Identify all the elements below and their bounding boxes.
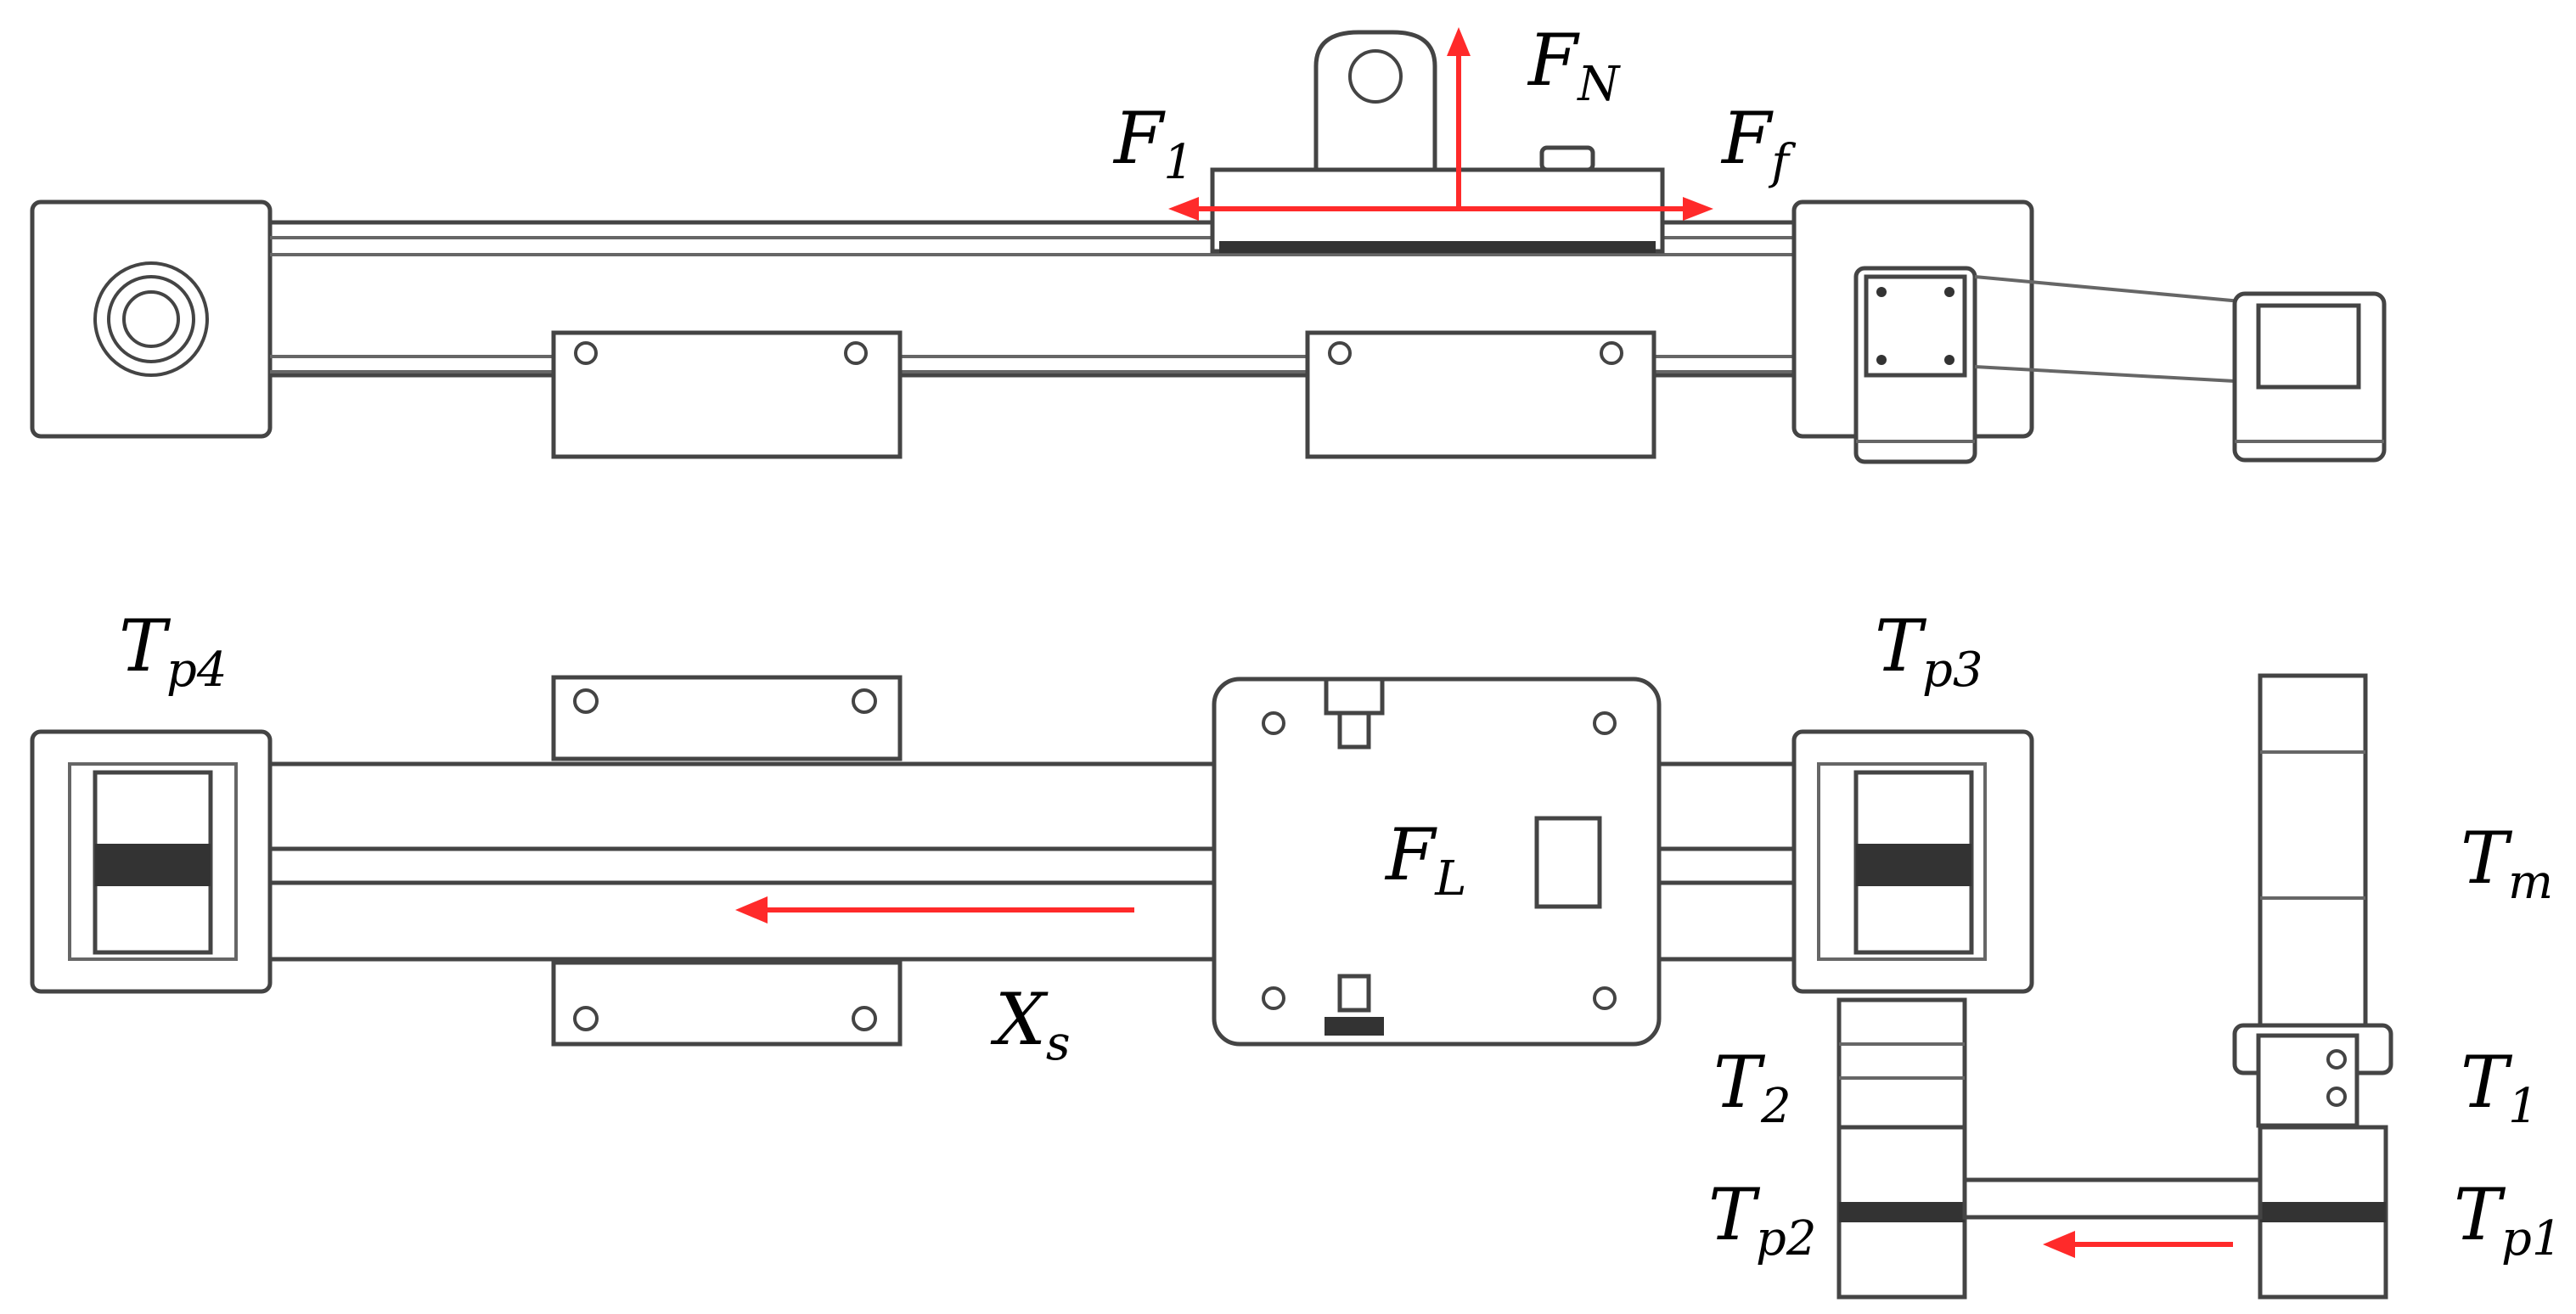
pulley-right	[2258, 1125, 2388, 1300]
label-T-p1: Tp1	[2454, 1173, 2562, 1266]
label-X-s: Xs	[990, 978, 1071, 1071]
label-F-L: FL	[1384, 813, 1466, 907]
bottom-carriage	[1212, 677, 1662, 1047]
force-arrow-F-N	[1447, 27, 1471, 209]
top-view: FN F1 Ff	[30, 19, 2387, 464]
motor-column	[2232, 673, 2393, 1128]
top-mount-plate-left	[551, 330, 903, 459]
motion-arrow-X-s	[735, 896, 1134, 924]
motion-arrow-belt	[2043, 1231, 2233, 1258]
label-F-f: Ff	[1720, 97, 1797, 190]
force-arrow-F-f	[1459, 197, 1713, 221]
bottom-right-end-block	[1791, 729, 2034, 994]
top-motor-drive	[1853, 266, 2387, 464]
label-T-1: T1	[2461, 1041, 2539, 1134]
coupler-housing	[1836, 997, 1967, 1130]
pulley-left	[1836, 1125, 1967, 1300]
label-T-p2: Tp2	[1708, 1173, 1817, 1266]
label-T-m: Tm	[2461, 817, 2553, 910]
drive-belt	[1962, 1177, 2263, 1220]
bottom-view: Tp4 Tp3 Tm FL Xs T2 T1 Tp2 Tp1	[30, 604, 2562, 1300]
label-T-p4: Tp4	[119, 604, 228, 698]
bottom-mount-plate-lower	[551, 960, 903, 1047]
label-T-2: T2	[1713, 1041, 1791, 1134]
force-arrow-F-1	[1168, 197, 1459, 221]
bottom-left-end-block	[30, 729, 273, 994]
label-F-1: F1	[1112, 97, 1194, 190]
label-F-N: FN	[1527, 19, 1621, 112]
bottom-mount-plate-upper	[551, 675, 903, 761]
top-left-end-block	[30, 199, 273, 439]
top-mount-plate-right	[1305, 330, 1656, 459]
label-T-p3: Tp3	[1875, 604, 1983, 698]
